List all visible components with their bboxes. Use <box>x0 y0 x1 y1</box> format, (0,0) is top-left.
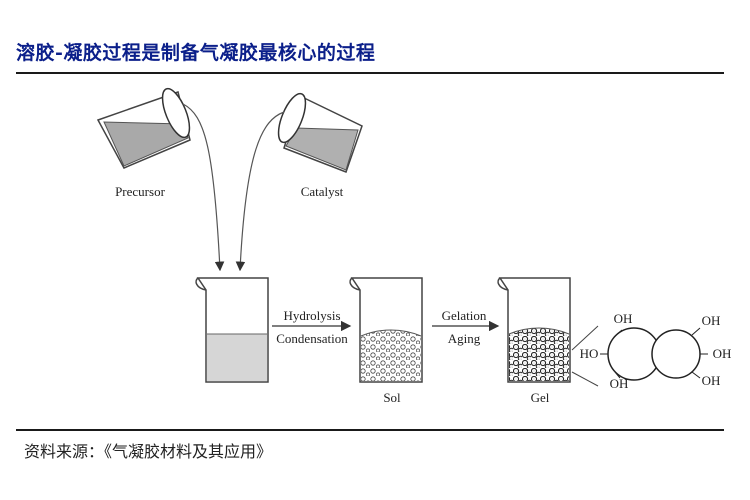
aging-label: Aging <box>448 331 481 346</box>
hydrolysis-label: Hydrolysis <box>283 308 340 323</box>
gelation-label: Gelation <box>442 308 487 323</box>
oh-bottom-left: OH <box>610 376 629 391</box>
zoom-line-bottom <box>571 371 599 387</box>
gel-label: Gel <box>531 390 550 405</box>
catalyst-label: Catalyst <box>301 184 344 199</box>
source-note: 资料来源：《气凝胶材料及其应用》 <box>24 442 273 461</box>
oh-top-right: OH <box>702 313 721 328</box>
precursor-beaker <box>96 87 225 272</box>
sol-beaker <box>349 277 423 383</box>
gel-beaker <box>497 277 571 383</box>
bottom-divider <box>16 429 724 431</box>
catalyst-beaker <box>235 92 363 272</box>
precursor-label: Precursor <box>115 184 165 199</box>
mixing-beaker <box>195 277 269 383</box>
page-title: 溶胶-凝胶过程是制备气凝胶最核心的过程 <box>16 42 376 64</box>
condensation-label: Condensation <box>276 331 348 346</box>
ho-left: HO <box>580 346 599 361</box>
top-divider <box>16 72 724 74</box>
oh-right: OH <box>713 346 732 361</box>
silanol-particles <box>600 327 708 381</box>
sol-label: Sol <box>383 390 401 405</box>
zoom-line-top <box>571 325 599 351</box>
oh-bottom-right: OH <box>702 373 721 388</box>
oh-top-left: OH <box>614 311 633 326</box>
